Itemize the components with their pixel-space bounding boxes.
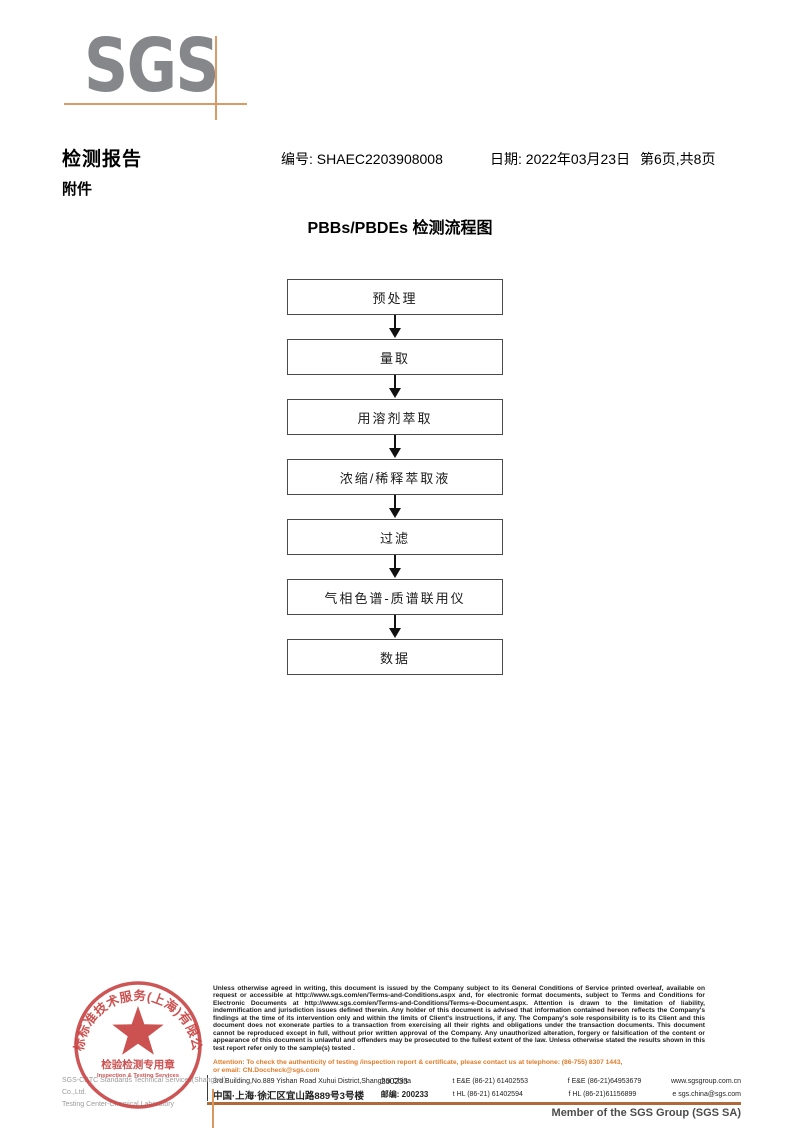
logo-crosshair-vertical <box>215 36 217 120</box>
arrow-down-icon <box>287 435 503 459</box>
address-row-cn: 中国·上海·徐汇区宜山路889号3号楼 邮编: 200233 t HL (86-… <box>213 1088 741 1102</box>
arrow-down-icon <box>287 495 503 519</box>
phone-en: t E&E (86-21) 61402553 <box>452 1078 529 1085</box>
page-indicator: 第6页,共8页 <box>640 151 716 167</box>
website: www.sgsgroup.com.cn <box>670 1078 741 1085</box>
stamp-center-text: 检验检测专用章 <box>101 1058 175 1071</box>
footer-rule-horizontal <box>207 1102 741 1105</box>
flowchart-title: PBBs/PBDEs 检测流程图 <box>307 220 493 237</box>
flow-step-pretreatment: 预处理 <box>287 279 503 315</box>
report-number: 编号: SHAEC2203908008 <box>281 151 443 167</box>
logo-crosshair-horizontal <box>64 103 247 105</box>
inspection-stamp: 通标标准技术服务(上海)有限公司 检验检测专用章 Inspection & Te… <box>70 977 204 1109</box>
arrow-down-icon <box>287 315 503 339</box>
flow-step-solvent-extraction: 用溶剂萃取 <box>287 399 503 435</box>
flow-step-gcms: 气相色谱-质谱联用仪 <box>287 579 503 615</box>
stamp-star-icon <box>112 1006 164 1055</box>
arrow-down-icon <box>287 375 503 399</box>
address-cn: 中国·上海·徐汇区宜山路889号3号楼 <box>213 1090 364 1102</box>
fax-en: f E&E (86-21)64953679 <box>567 1078 642 1085</box>
stamp-center-subtext: Inspection & Testing Services <box>97 1073 179 1079</box>
attachment-label: 附件 <box>62 181 93 198</box>
address-row-en: 3rd Building,No.889 Yishan Road Xuhui Di… <box>213 1075 741 1088</box>
flow-step-concentrate-dilute: 浓缩/稀释萃取液 <box>287 459 503 495</box>
arrow-down-icon <box>287 615 503 639</box>
address-block: 3rd Building,No.889 Yishan Road Xuhui Di… <box>207 1075 741 1102</box>
flowchart: 预处理 量取 用溶剂萃取 浓缩/稀释萃取液 过滤 气相色谱-质谱联用仪 数据 <box>287 279 503 675</box>
flow-step-data: 数据 <box>287 639 503 675</box>
postcode-en: 200233 <box>381 1077 408 1086</box>
attention-line2: or email: CN.Doccheck@sgs.com <box>213 1066 320 1074</box>
phone-cn: t HL (86-21) 61402594 <box>452 1091 523 1098</box>
sgs-member-text: Member of the SGS Group (SGS SA) <box>551 1107 741 1119</box>
attention-line1: Attention: To check the authenticity of … <box>213 1059 623 1066</box>
attention-notice: Attention: To check the authenticity of … <box>213 1059 707 1074</box>
flow-step-filter: 过滤 <box>287 519 503 555</box>
sgs-logo: SGS <box>84 23 220 109</box>
email: e sgs.china@sgs.com <box>672 1091 741 1098</box>
postcode-cn: 邮编: 200233 <box>380 1090 429 1099</box>
address-en: 3rd Building,No.889 Yishan Road Xuhui Di… <box>213 1078 412 1085</box>
flow-step-measure: 量取 <box>287 339 503 375</box>
terms-disclaimer: Unless otherwise agreed in writing, this… <box>213 985 705 1052</box>
footer-crosshair-vertical <box>212 1089 214 1128</box>
report-title: 检测报告 <box>62 149 143 170</box>
lab-company-line1: SGS-CSTC Standards Technical Services(Sh… <box>62 1077 227 1096</box>
arrow-down-icon <box>287 555 503 579</box>
report-date: 日期: 2022年03月23日 <box>490 151 631 167</box>
fax-cn: f HL (86-21)61156899 <box>568 1091 637 1098</box>
